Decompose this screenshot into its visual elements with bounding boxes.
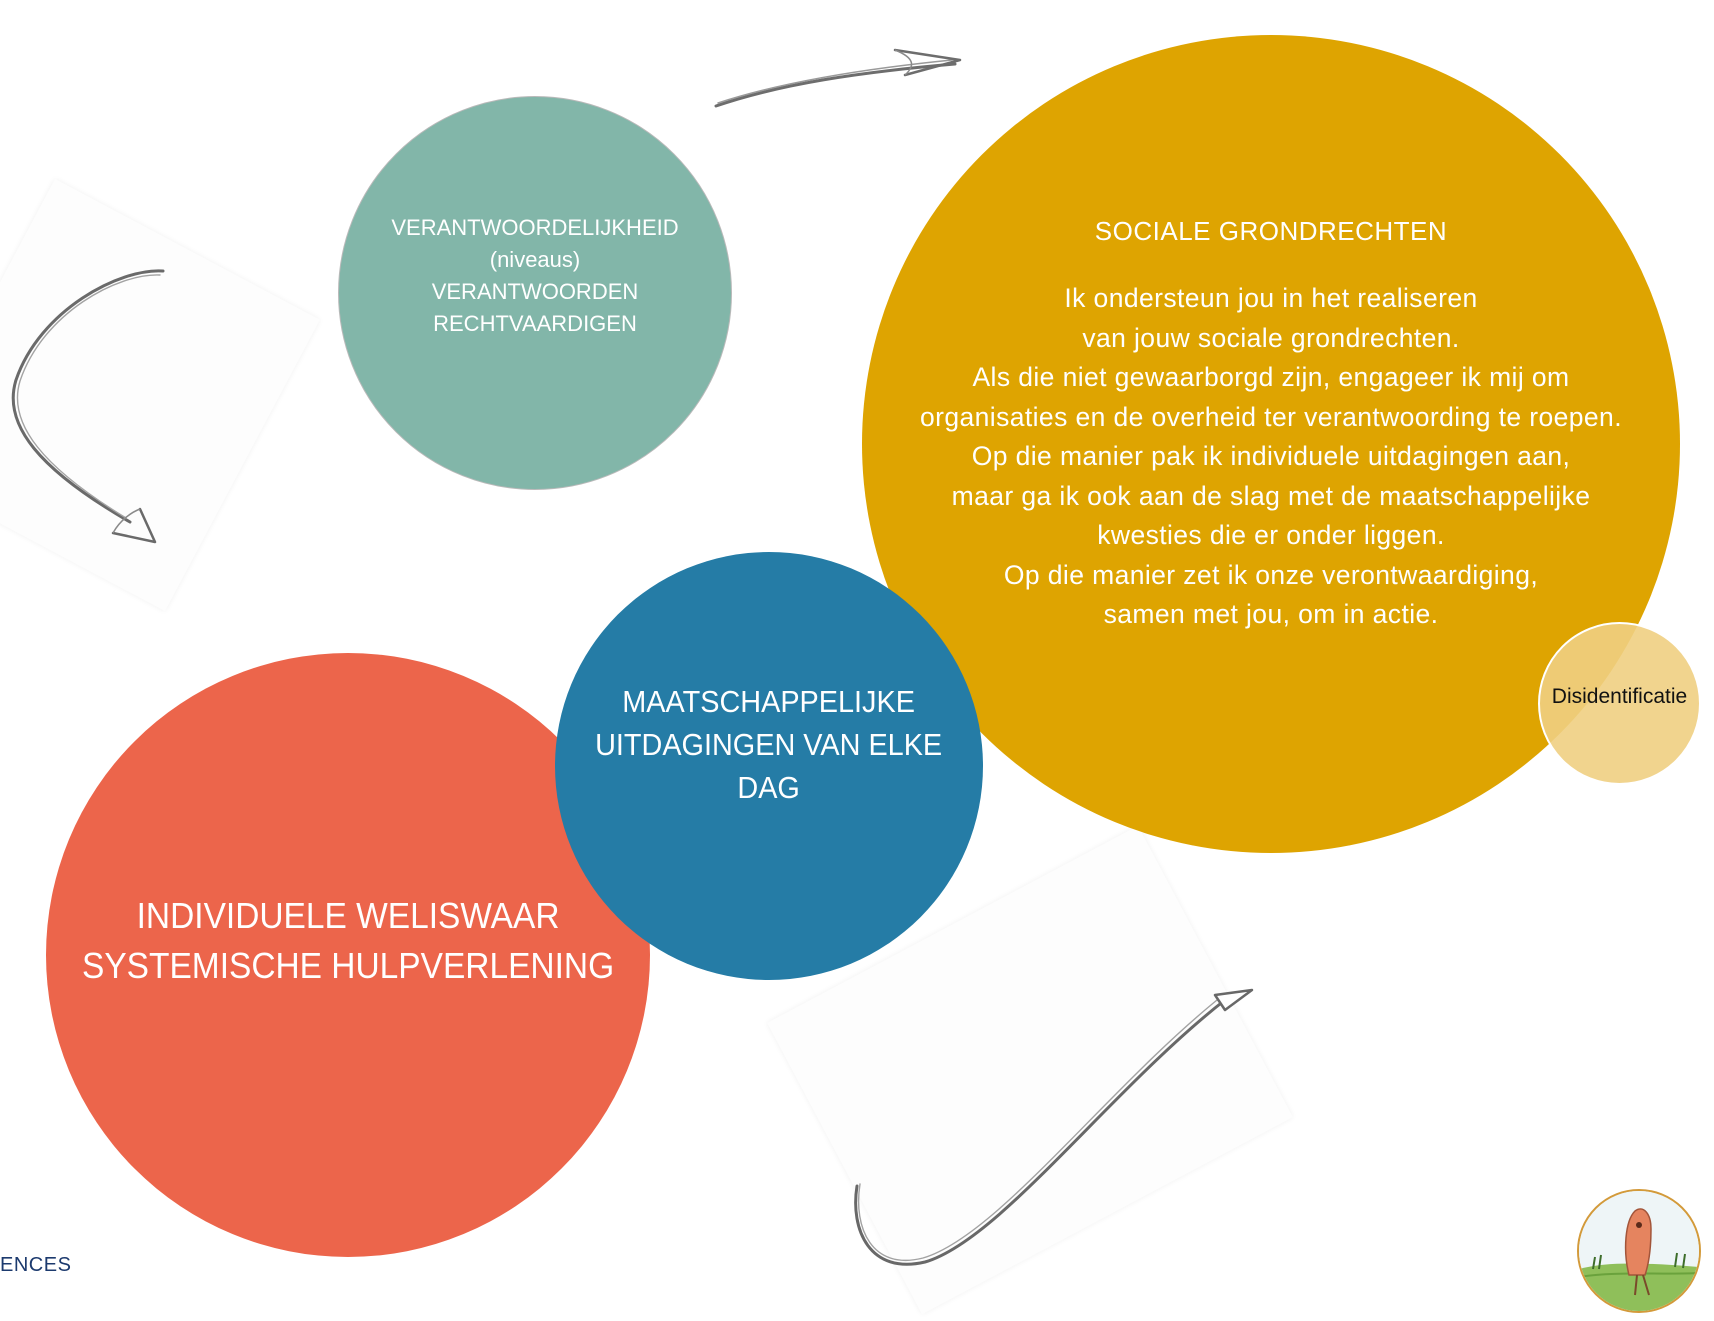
societal-challenges-text: MAATSCHAPPELIJKE UITDAGINGEN VAN ELKE DA… [595,683,943,805]
responsibility-circle: VERANTWOORDELIJKHEID (niveaus) VERANTWOO… [338,96,732,490]
disidentification-text: Disidentificatie [1551,684,1688,708]
individual-support-circle: INDIVIDUELE WELISWAAR SYSTEMISCHE HULPVE… [46,653,650,1257]
social-rights-circle: SOCIALE GRONDRECHTEN Ik ondersteun jou i… [862,35,1680,853]
footer-logo-text: ENCES [0,1254,72,1276]
illustration-avatar [1577,1189,1701,1313]
responsibility-text: VERANTWOORDELIJKHEID (niveaus) VERANTWOO… [391,215,679,336]
societal-challenges-circle: MAATSCHAPPELIJKE UITDAGINGEN VAN ELKE DA… [555,552,983,980]
social-rights-body: Ik ondersteun jou in het realiseren van … [920,283,1622,629]
individual-support-text: INDIVIDUELE WELISWAAR SYSTEMISCHE HULPVE… [81,895,615,986]
figure-illustration-icon [1579,1191,1699,1311]
disidentification-circle: Disidentificatie [1538,622,1701,785]
social-rights-title: SOCIALE GRONDRECHTEN [1094,216,1448,246]
